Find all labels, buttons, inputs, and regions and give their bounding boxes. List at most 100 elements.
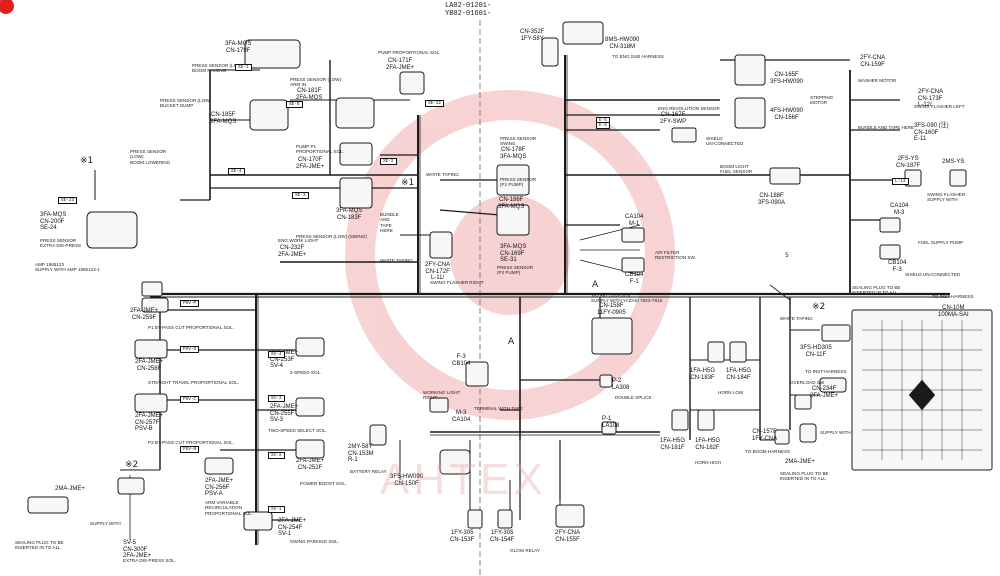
desc-press-sensor-p1-pump: PRESS SENSOR (P1 PUMP) <box>500 177 537 188</box>
desc-to-eng-sub-harness: TO ENG.SUB HARNESS <box>612 54 664 59</box>
wire-tag: SE-5 <box>286 101 303 108</box>
connector-cb104-f3: CB104 F-3 <box>888 260 907 273</box>
connector-2ma-jme-right: 2MA-JME+ <box>785 459 815 465</box>
connector-cn-182f: 1FA-H5G CN-182F <box>695 438 721 451</box>
desc-pump-p1-proportional-sol: PUMP P1 PROPORTIONAL SOL. <box>296 144 344 155</box>
wire-tag: PSV-D <box>180 346 200 353</box>
connector-cn-188f: CN-188F 3FS-090A <box>758 193 786 206</box>
wire-tag: SV-2 <box>268 452 285 459</box>
mark-x2-bottom: ※2 <box>125 460 139 470</box>
mark-x2-mid: ※2 <box>812 302 826 312</box>
connector-cn-150f: 3FS-HW090 CN-150F <box>390 474 424 487</box>
desc-press-sensor-boom-lowering: PRESS SENSOR (LOW) BOOM LOWERING <box>130 149 171 165</box>
desc-supply-with-2ma: SUPPLY WITH <box>820 430 851 435</box>
connector-cn-318m: 8MS-HW090 CN-318M <box>605 37 640 50</box>
wire-tag: SE-4 <box>228 168 245 175</box>
desc-to-inst-harness-top: TO INST-HARNESS <box>932 294 974 299</box>
wire-tag: PSV-B <box>180 446 200 453</box>
desc-press-sensor-arm-in: PRESS SENSOR (LOW) ARM IN <box>290 77 342 88</box>
connector-ca104-m1: CA104 M-1 <box>625 214 644 227</box>
desc-horn-high: HORN HIGH <box>695 460 722 465</box>
desc-double-splice: DOUBLE SPLICE <box>615 395 652 400</box>
desc-swing-flasher-right: SWING FLASHER RIGHT <box>430 280 484 285</box>
desc-glow-relay: GLOW RELAY <box>510 548 541 553</box>
desc-washer-motor: WASHER MOTOR <box>858 78 897 83</box>
connector-cn-159f: 2FY-CNA CN-159F <box>860 55 886 68</box>
desc-yazaki-supply: YAZAKI 7323-7816 SUPPLY WITH YAZAKI 7923… <box>591 293 663 304</box>
connector-cn-167f: CN-167F 2FY-SWP <box>660 112 687 125</box>
desc-p1-bypass-cut: P1 BY-PASS CUT PROPORTIONAL SOL. <box>148 325 234 330</box>
desc-eng-work-light: ENG.WORK LIGHT <box>278 238 319 243</box>
desc-arm-variable-recirculation: ARM VARIABLE RECIRCULATION PROPORTIONAL … <box>205 500 253 516</box>
connector-cn-257f: 2FA-JME+ CN-257F PSV-B <box>135 413 164 433</box>
connector-cn-158f: CN-158F 11FY-0905 <box>597 303 626 316</box>
desc-two-speed-select: TWO-SPEED SELECT SOL. <box>268 428 327 433</box>
desc-to-inst-harness-mid: TO INST-HARNESS <box>805 369 847 374</box>
connector-cn-259f: 2FA-JME+ CN-259F <box>130 308 159 321</box>
connector-cn-157f: CN-157F 1FY-CNA <box>752 429 778 442</box>
connector-cn-258f: 2FA-JME+ CN-258F <box>135 359 164 372</box>
brand-badge <box>0 0 14 14</box>
connector-cn-352f: CN-352F 1FY-58Y <box>520 29 545 42</box>
desc-sealing-plug-right: SEALING PLUG TO BE INSERTED IN TO ALL <box>780 471 829 482</box>
wire-tag: E-8 <box>596 122 610 129</box>
desc-air-filter-sw: AIR FILTER RESTRICTION SW. <box>655 250 696 261</box>
connector-cn-232f: CN-232F 2FA-JME+ <box>278 245 307 258</box>
desc-press-sensor-swing: PRESS SENSOR SWING <box>500 136 537 147</box>
connector-cn-179f: 3FA-MQS CN-179F <box>225 41 252 54</box>
desc-battery-relay: BATTERY RELAY <box>350 469 387 474</box>
number-5: 5 <box>785 252 789 259</box>
connector-cb104-f1: CB104 F-1 <box>625 272 644 285</box>
wire-tag: PSV-C <box>180 396 200 403</box>
wire-tag: SE-22 <box>425 100 445 107</box>
connector-cn-166f: 4FS-HW090 CN-166F <box>770 108 804 121</box>
connector-cn-181f: CN-181F 2FA-MQS <box>296 88 323 101</box>
connector-cn-154f: 1FY-305 CN-154F <box>490 530 515 543</box>
connector-2ma-jme-left: 2MA-JME+ <box>55 486 85 492</box>
desc-supply-with-left: SUPPLY WITH <box>90 521 121 526</box>
connector-cn-184f: 1FA-H5G CN-184F <box>726 368 752 381</box>
desc-fuel-supply-pump: FUEL SUPPLY PUMP <box>918 240 964 245</box>
arrow-a-right: A <box>592 280 599 290</box>
connector-cn-10m: CN-10M 100MA-SAI <box>938 305 969 318</box>
desc-terminal-with-tape: TERMINAL WITH TAPE <box>474 406 523 411</box>
desc-2-speed-sol: 2-SPEED SOL. <box>290 370 322 375</box>
connector-cn-11f: 3FS-HD305 CN-11F <box>800 345 832 358</box>
desc-amp-supply: AMP 1565123 SUPPLY WITH AMP 1565123-1 <box>35 262 100 273</box>
connector-cn-170f: CN-170F 2FA-JME+ <box>296 157 325 170</box>
connector-cb104-f3-lower: F-3 CB104 <box>452 354 471 367</box>
connector-cn-186f: CN-186F 3FA-MQS <box>498 197 525 210</box>
desc-swing-flasher-left: SWING FLASHER LEFT <box>914 104 965 109</box>
desc-shield-unconnected-right: SHIELD UN-CONNECTED <box>905 272 961 277</box>
desc-eng-revolution-sensor: ENG.REVOLUTION SENSOR <box>658 106 720 111</box>
desc-bundle-tape-here-right: BUNDLE AND TAPE HERE <box>858 125 915 130</box>
model-codes: LA02-01201- YB02-01601- <box>445 2 492 18</box>
connector-cn-185f: CN-185F 3FA-MQS <box>210 112 237 125</box>
connector-cn-165f: CN-165F 3FS-HW090 <box>770 72 804 85</box>
arrow-a-down: A <box>508 337 515 347</box>
desc-white-taping-lower: WHITE TAPING <box>380 258 413 263</box>
connector-cn-183f-horn: 1FA-H5G CN-183F <box>690 368 716 381</box>
connector-cn-169f: 3FA-MQS CN-169F SE-31 <box>500 244 527 264</box>
desc-shield-unconnected: SHIELD UN-CONNECTED <box>706 136 744 147</box>
wire-tag: SE-2 <box>380 158 397 165</box>
desc-horn-low: HORN LOW <box>718 390 744 395</box>
connector-cn-256f: 2FA-JME+ CN-256F PSV-A <box>205 478 234 498</box>
connector-cn-252f: 2FA-JME+ CN-252F <box>296 458 325 471</box>
desc-bundle-tape-here: BUNDLE AND TAPE HERE <box>380 212 399 234</box>
connector-cn-153f: 1FY-305 CN-153F <box>450 530 475 543</box>
connector-cn-181f-horn: 1FA-H5G CN-181F <box>660 438 686 451</box>
desc-white-taping-upper: WHITE TAPING <box>426 172 459 177</box>
desc-to-boom-harness: TO BOOM HARNESS <box>745 449 791 454</box>
connector-la108: P-1 LA108 <box>602 416 620 429</box>
connector-cn-160f: 3FS-090 (注) CN-160F E-11 <box>914 123 949 143</box>
wire-tag: SV-1 <box>268 506 285 513</box>
desc-p2-bypass-cut: P2 BY-PASS CUT PROPORTIONAL SOL. <box>148 440 234 445</box>
connector-cn-187f: 2FS-YS CN-187F <box>896 156 921 169</box>
desc-fuel-sensor: BOOM LIGHT FUEL SENSOR <box>720 164 753 175</box>
connector-cn-171f: CN-171F 2FA-JME+ <box>386 58 415 71</box>
wire-tag: SV-3 <box>268 395 285 402</box>
connector-cn-155f: 2FY-CNA CN-155F <box>555 530 581 543</box>
